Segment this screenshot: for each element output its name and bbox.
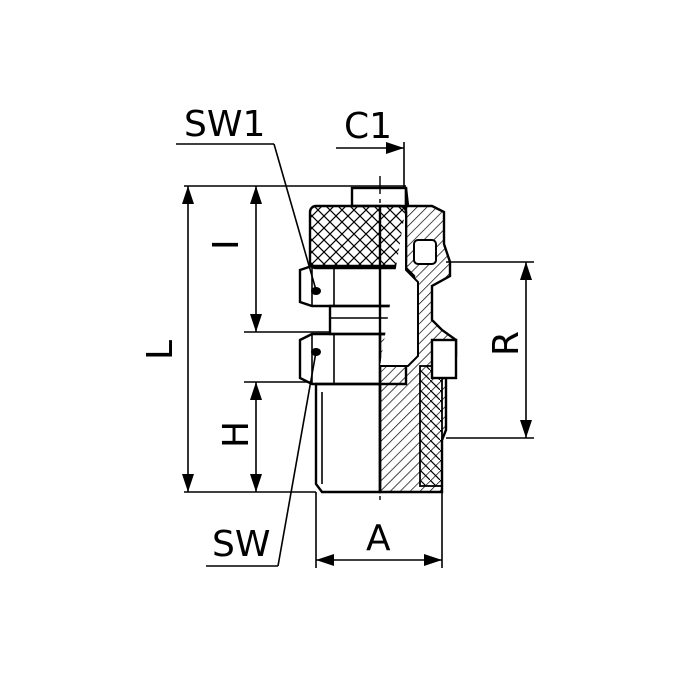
dimension-h — [250, 382, 262, 492]
top-cap — [350, 186, 408, 208]
label-h: H — [216, 421, 257, 448]
knurled-nut — [308, 204, 408, 270]
label-sw1: SW1 — [184, 104, 265, 145]
dimension-i — [250, 186, 262, 332]
label-a: A — [366, 518, 391, 559]
label-sw: SW — [212, 524, 270, 565]
dimension-c1 — [336, 142, 404, 154]
dimension-a — [316, 554, 442, 566]
dimensions — [176, 142, 534, 568]
section-half — [378, 187, 458, 494]
label-i: I — [206, 239, 247, 250]
leader-sw1 — [176, 143, 317, 291]
dimension-l — [182, 186, 194, 492]
fitting-body — [298, 176, 458, 500]
threaded-stem — [314, 382, 382, 494]
label-r: R — [486, 331, 527, 356]
label-l: L — [140, 340, 181, 360]
label-c1: C1 — [344, 106, 392, 147]
dimension-r — [520, 262, 532, 438]
leader-sw — [206, 351, 317, 567]
upper-hex-sw1 — [298, 264, 408, 308]
